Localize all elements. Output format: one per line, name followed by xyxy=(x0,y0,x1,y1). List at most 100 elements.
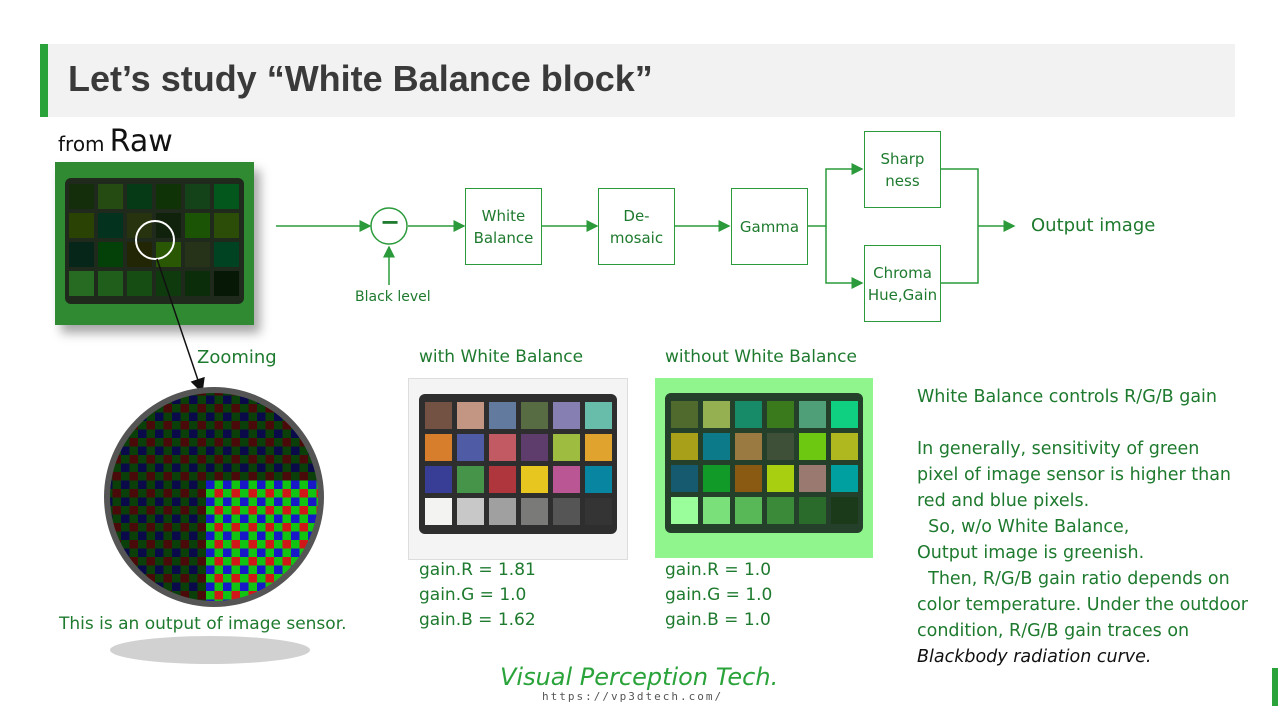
bayer-pixel xyxy=(291,497,300,506)
bayer-pixel xyxy=(189,514,198,523)
bayer-pixel xyxy=(299,446,308,455)
bayer-pixel xyxy=(265,429,274,438)
bayer-pixel xyxy=(291,472,300,481)
bayer-pixel xyxy=(138,421,147,430)
bayer-pixel xyxy=(248,548,257,557)
bayer-pixel xyxy=(197,582,206,591)
bayer-pixel xyxy=(291,531,300,540)
bayer-pixel xyxy=(110,591,113,600)
bayer-pixel xyxy=(316,480,318,489)
bayer-pixel xyxy=(291,446,300,455)
bayer-pixel xyxy=(316,421,318,430)
demosaic-line-2: mosaic xyxy=(609,228,664,247)
bayer-pixel xyxy=(274,463,283,472)
bayer-pixel xyxy=(138,531,147,540)
bayer-pixel xyxy=(214,540,223,549)
bayer-pixel xyxy=(257,548,266,557)
bayer-pixel xyxy=(197,446,206,455)
bayer-pixel xyxy=(180,514,189,523)
bayer-pixel xyxy=(282,429,291,438)
bayer-pixel xyxy=(180,395,189,404)
color-patch xyxy=(585,402,612,429)
bayer-pixel xyxy=(155,412,164,421)
bayer-pixel xyxy=(248,404,257,413)
bayer-pixel xyxy=(172,531,181,540)
bayer-pixel xyxy=(172,438,181,447)
bayer-pixel xyxy=(180,574,189,583)
bayer-pixel xyxy=(248,565,257,574)
bayer-pixel xyxy=(265,393,274,396)
bayer-pixel xyxy=(274,455,283,464)
bayer-pixel xyxy=(121,540,130,549)
bayer-pixel xyxy=(240,421,249,430)
bayer-pixel xyxy=(129,395,138,404)
color-patch xyxy=(735,497,762,524)
bayer-pixel xyxy=(291,480,300,489)
bayer-pixel xyxy=(291,438,300,447)
bayer-pixel xyxy=(257,455,266,464)
bayer-pixel xyxy=(240,489,249,498)
bayer-pixel xyxy=(197,514,206,523)
bayer-pixel xyxy=(231,574,240,583)
color-patch xyxy=(671,497,698,524)
bayer-pixel xyxy=(291,557,300,566)
bayer-pixel xyxy=(189,489,198,498)
bayer-pixel xyxy=(112,557,121,566)
description-line: Then, R/G/B gain ratio depends on xyxy=(917,569,1230,589)
bayer-pixel xyxy=(248,531,257,540)
bayer-pixel xyxy=(163,472,172,481)
bayer-pixel xyxy=(129,557,138,566)
color-patch xyxy=(521,434,548,461)
bayer-pixel xyxy=(308,463,317,472)
bayer-pixel xyxy=(189,557,198,566)
bayer-pixel xyxy=(308,557,317,566)
bayer-pixel xyxy=(189,548,198,557)
bayer-pixel xyxy=(223,455,232,464)
description-line: pixel of image sensor is higher than xyxy=(917,465,1232,485)
bayer-pixel xyxy=(110,404,113,413)
bayer-pixel xyxy=(189,395,198,404)
bayer-pixel xyxy=(223,565,232,574)
bayer-pixel xyxy=(214,548,223,557)
bayer-pixel xyxy=(163,540,172,549)
bayer-pixel xyxy=(206,582,215,591)
bayer-pixel xyxy=(146,463,155,472)
color-patch xyxy=(425,402,452,429)
bayer-pixel xyxy=(180,480,189,489)
bayer-pixel xyxy=(282,395,291,404)
bayer-pixel xyxy=(189,506,198,515)
bayer-pixel xyxy=(163,480,172,489)
bayer-pixel xyxy=(206,548,215,557)
bayer-pixel xyxy=(240,523,249,532)
with-wb-color-chart xyxy=(419,394,617,534)
bayer-pixel xyxy=(197,574,206,583)
bayer-pixel xyxy=(206,446,215,455)
bayer-pixel xyxy=(282,393,291,396)
bayer-pixel xyxy=(129,455,138,464)
bayer-pixel xyxy=(180,412,189,421)
bayer-pixel xyxy=(112,429,121,438)
bayer-pixel xyxy=(189,421,198,430)
bayer-pixel xyxy=(248,540,257,549)
bayer-pixel xyxy=(308,489,317,498)
bayer-pixel xyxy=(214,480,223,489)
bayer-pixel xyxy=(240,540,249,549)
zoom-circle xyxy=(135,220,175,260)
color-patch xyxy=(703,465,730,492)
bayer-pixel xyxy=(316,404,318,413)
bayer-pixel xyxy=(248,446,257,455)
bayer-pixel xyxy=(240,548,249,557)
bayer-pixel xyxy=(155,548,164,557)
bayer-pixel xyxy=(172,412,181,421)
bayer-pixel xyxy=(265,421,274,430)
bayer-pixel xyxy=(180,404,189,413)
bayer-pixel xyxy=(155,540,164,549)
bayer-pixel xyxy=(248,480,257,489)
bayer-pixel xyxy=(206,531,215,540)
bayer-pixel xyxy=(316,395,318,404)
bayer-pixel xyxy=(282,599,291,601)
bayer-pixel xyxy=(129,489,138,498)
bayer-pixel xyxy=(299,463,308,472)
bayer-pixel xyxy=(265,557,274,566)
